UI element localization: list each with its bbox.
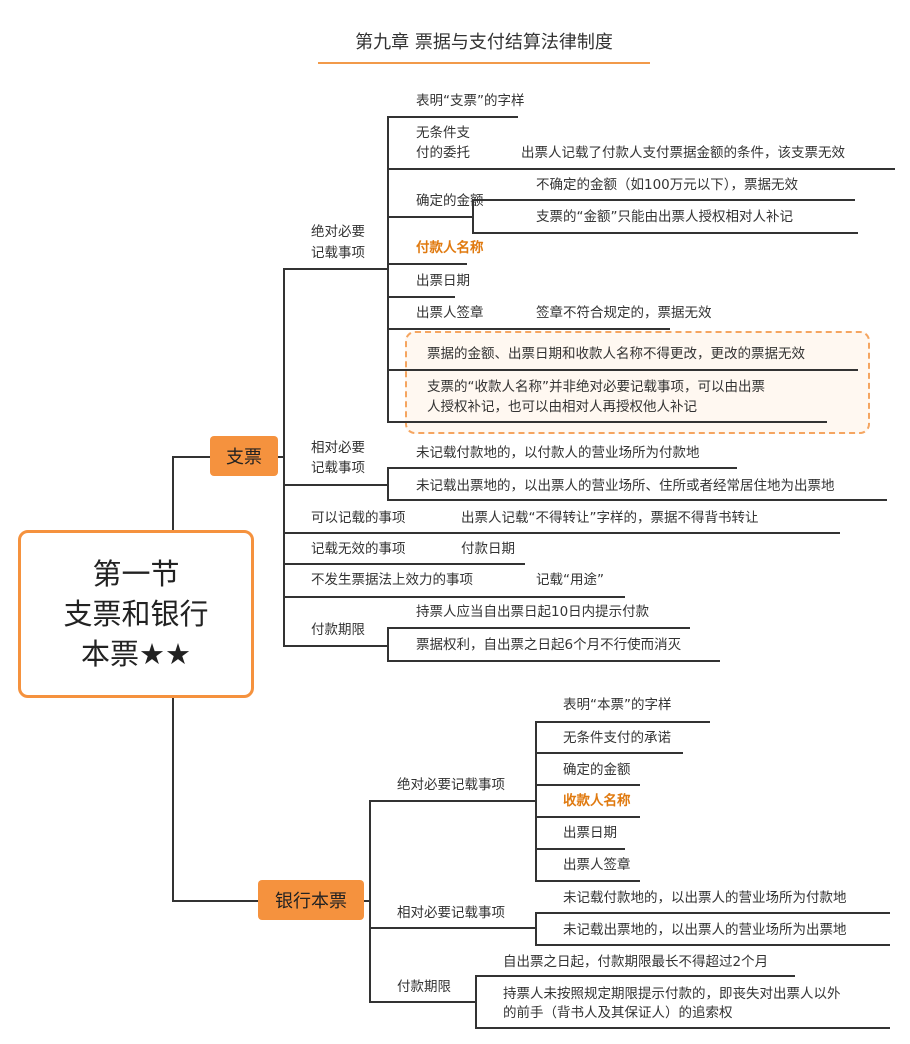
node-text[interactable]: 支票的“收款人名称”并非绝对必要记载事项，可以由出票 <box>427 379 765 395</box>
connector-line <box>475 975 795 977</box>
connector-line <box>283 268 285 645</box>
connector-line <box>387 627 389 660</box>
connector-line <box>283 563 525 565</box>
connector-line <box>369 800 371 1001</box>
node-text[interactable]: 不发生票据法上效力的事项 <box>311 572 473 588</box>
central-topic-line: 本票★★ <box>81 637 191 671</box>
node-text[interactable]: 未记载付款地的，以付款人的营业场所为付款地 <box>416 445 700 461</box>
connector-line <box>387 263 467 265</box>
node-text[interactable]: 支票的“金额”只能由出票人授权相对人补记 <box>536 209 793 225</box>
node-text[interactable]: 无条件支付的承诺 <box>563 730 671 746</box>
connector-line <box>283 532 840 534</box>
connector-line <box>387 369 858 371</box>
connector-line <box>535 912 890 914</box>
node-text[interactable]: 未记载出票地的，以出票人的营业场所、住所或者经常居住地为出票地 <box>416 478 835 494</box>
node-text[interactable]: 的前手（背书人及其保证人）的追索权 <box>503 1005 733 1021</box>
connector-line <box>535 721 537 880</box>
connector-line <box>387 627 690 629</box>
node-text[interactable]: 付款日期 <box>461 541 515 557</box>
node-text[interactable]: 无条件支 <box>416 125 470 141</box>
connector-line <box>535 912 537 944</box>
chapter-title: 第九章 票据与支付结算法律制度 <box>355 32 613 53</box>
node-text[interactable]: 记载无效的事项 <box>311 541 406 557</box>
note-dashed-box <box>405 331 870 434</box>
topic-check[interactable]: 支票 <box>210 436 278 476</box>
connector-line <box>369 800 535 802</box>
node-text[interactable]: 付款期限 <box>397 979 451 995</box>
node-text[interactable]: 持票人应当自出票日起10日内提示付款 <box>416 604 650 620</box>
node-text[interactable]: 绝对必要记载事项 <box>397 777 505 793</box>
node-text[interactable]: 表明“本票”的字样 <box>563 697 672 713</box>
node-text[interactable]: 未记载付款地的，以出票人的营业场所为付款地 <box>563 890 847 906</box>
connector-line <box>472 232 858 234</box>
connector-line <box>283 268 387 270</box>
node-text[interactable]: 确定的金额 <box>416 193 484 209</box>
connector-line <box>283 645 387 647</box>
node-text[interactable]: 票据的金额、出票日期和收款人名称不得更改，更改的票据无效 <box>427 346 805 362</box>
node-text[interactable]: 出票日期 <box>416 273 470 289</box>
connector-line <box>475 1027 890 1029</box>
connector-line <box>387 467 737 469</box>
node-text[interactable]: 付的委托 <box>416 145 470 161</box>
connector-line <box>387 467 389 499</box>
connector-line <box>535 816 640 818</box>
node-text[interactable]: 自出票之日起，付款期限最长不得超过2个月 <box>503 954 769 970</box>
connector-line <box>369 927 535 929</box>
connector-line <box>364 900 369 902</box>
connector-line <box>387 328 670 330</box>
node-text[interactable]: 不确定的金额（如100万元以下），票据无效 <box>536 177 799 193</box>
connector-line <box>283 484 387 486</box>
connector-line <box>387 499 887 501</box>
connector-line <box>535 721 710 723</box>
node-text[interactable]: 收款人名称 <box>563 793 631 809</box>
node-text[interactable]: 出票日期 <box>563 825 617 841</box>
node-text[interactable]: 付款期限 <box>311 622 365 638</box>
connector-line <box>387 660 720 662</box>
node-text[interactable]: 记载“用途” <box>536 572 604 588</box>
node-text[interactable]: 出票人记载“不得转让”字样的，票据不得背书转让 <box>461 510 759 526</box>
node-text[interactable]: 记载事项 <box>311 245 365 261</box>
node-text[interactable]: 票据权利，自出票之日起6个月不行使而消灭 <box>416 637 682 653</box>
connector-line <box>535 752 683 754</box>
node-text[interactable]: 相对必要记载事项 <box>397 905 505 921</box>
node-text[interactable]: 持票人未按照规定期限提示付款的，即丧失对出票人以外 <box>503 986 841 1002</box>
connector-line <box>283 596 625 598</box>
node-text[interactable]: 人授权补记，也可以由相对人再授权他人补记 <box>427 399 697 415</box>
connector-line <box>387 216 472 218</box>
connector-line <box>472 199 855 201</box>
node-text[interactable]: 签章不符合规定的，票据无效 <box>536 305 712 321</box>
central-topic-line: 支票和银行 <box>63 597 209 631</box>
connector-line <box>387 116 518 118</box>
node-text[interactable]: 出票人签章 <box>416 305 484 321</box>
central-topic[interactable]: 第一节 支票和银行 本票★★ <box>18 530 254 698</box>
connector-line <box>387 421 827 423</box>
node-text[interactable]: 可以记载的事项 <box>311 510 406 526</box>
connector-line <box>278 456 283 458</box>
connector-line <box>387 168 895 170</box>
connector-line <box>535 880 640 882</box>
node-text[interactable]: 出票人签章 <box>563 857 631 873</box>
topic-cashier-check[interactable]: 银行本票 <box>258 880 364 920</box>
title-underline <box>318 62 650 64</box>
node-text[interactable]: 表明“支票”的字样 <box>416 93 525 109</box>
connector-line <box>535 944 890 946</box>
connector-line <box>172 900 258 902</box>
node-text[interactable]: 绝对必要 <box>311 224 365 240</box>
connector-line <box>172 456 210 458</box>
connector-line <box>472 199 474 232</box>
node-text[interactable]: 付款人名称 <box>416 240 484 256</box>
connector-line <box>387 116 389 421</box>
node-text[interactable]: 未记载出票地的，以出票人的营业场所为出票地 <box>563 922 847 938</box>
connector-line <box>475 975 477 1027</box>
connector-line <box>535 784 640 786</box>
node-text[interactable]: 相对必要 <box>311 440 365 456</box>
connector-line <box>535 848 625 850</box>
node-text[interactable]: 记载事项 <box>311 460 365 476</box>
node-text[interactable]: 出票人记载了付款人支付票据金额的条件，该支票无效 <box>521 145 845 161</box>
connector-line <box>369 1001 475 1003</box>
central-topic-line: 第一节 <box>92 557 180 591</box>
connector-line <box>387 296 455 298</box>
node-text[interactable]: 确定的金额 <box>563 762 631 778</box>
